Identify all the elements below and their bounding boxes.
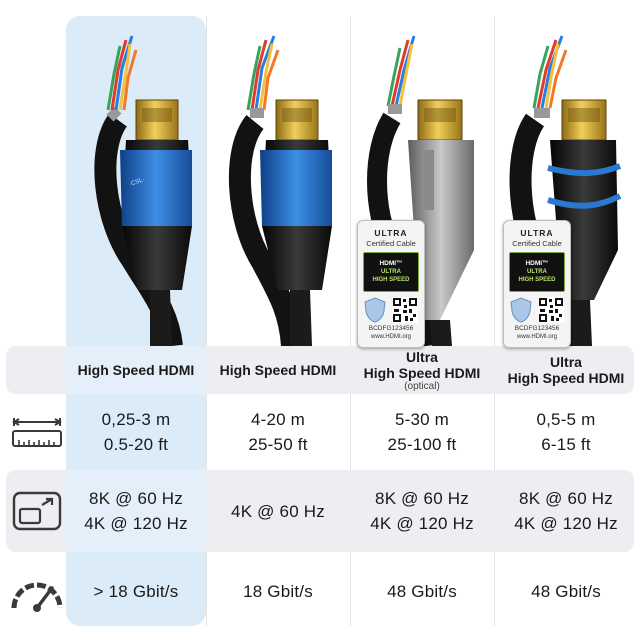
resolution-primary: 8K @ 60 Hz <box>89 489 183 508</box>
bandwidth-value: 48 Gbit/s <box>387 581 457 601</box>
column-title-text: High Speed HDMI <box>219 362 337 378</box>
resolution-cell-2: 4K @ 60 Hz <box>206 470 350 552</box>
hdmi-logo-ultra: ULTRA <box>527 269 547 275</box>
badge-ultra-label: ULTRA <box>520 228 554 238</box>
length-imperial: 25-100 ft <box>387 435 457 454</box>
hdmi-logo-speed: HIGH SPEED <box>372 277 410 283</box>
resolution-secondary: 4K @ 120 Hz <box>84 514 188 533</box>
length-cell-1: 0,25-3 m 0.5-20 ft <box>66 394 206 470</box>
resolution-secondary: 4K @ 120 Hz <box>370 514 474 533</box>
qr-code-icon <box>538 297 564 323</box>
shield-icon <box>510 297 532 323</box>
length-cell-2: 4-20 m 25-50 ft <box>206 394 350 470</box>
bandwidth-value: 18 Gbit/s <box>243 581 313 601</box>
bandwidth-value: > 18 Gbit/s <box>93 581 179 601</box>
hdmi-certification-badge: ULTRA Certified Cable HDMI™ ULTRA HIGH S… <box>503 220 571 348</box>
resolution-primary: 4K @ 60 Hz <box>231 501 325 521</box>
badge-url: www.HDMI.org <box>370 334 411 340</box>
badge-certified-label: Certified Cable <box>512 239 562 248</box>
length-imperial: 25-50 ft <box>248 435 308 454</box>
length-metric: 0,5-5 m <box>536 410 596 429</box>
hdmi-logo-ultra: ULTRA <box>381 269 401 275</box>
column-title-2: High Speed HDMI <box>206 346 350 394</box>
column-subtitle: (optical) <box>404 380 440 392</box>
column-title-3: Ultra High Speed HDMI (optical) <box>350 346 494 394</box>
hdmi-certification-badge: ULTRA Certified Cable HDMI™ ULTRA HIGH S… <box>357 220 425 348</box>
resolution-cell-3: 8K @ 60 Hz 4K @ 120 Hz <box>350 470 494 552</box>
badge-code: BCDFG123456 <box>514 325 560 332</box>
resolution-cell-1: 8K @ 60 Hz 4K @ 120 Hz <box>66 470 206 552</box>
column-title-text: Ultra <box>550 354 582 370</box>
column-title-text-line2: High Speed HDMI <box>363 364 481 381</box>
bandwidth-value: 48 Gbit/s <box>531 581 601 601</box>
hdmi-logo: HDMI™ ULTRA HIGH SPEED <box>363 252 419 292</box>
hdmi-logo-text: HDMI™ <box>379 260 403 267</box>
bandwidth-cell-3: 48 Gbit/s <box>350 556 494 626</box>
highlighted-resolution-cell <box>66 470 206 552</box>
column-divider <box>350 16 351 626</box>
badge-graphics <box>364 297 418 323</box>
column-divider <box>494 16 495 626</box>
length-imperial: 6-15 ft <box>541 435 591 454</box>
column-divider <box>206 16 207 626</box>
column-title-1: High Speed HDMI <box>66 346 206 394</box>
bandwidth-cell-2: 18 Gbit/s <box>206 556 350 626</box>
cable-image-2 <box>228 35 332 346</box>
svg-text:·CSL·: ·CSL· <box>129 177 146 188</box>
length-metric: 5-30 m <box>394 410 450 429</box>
highlighted-header-cell <box>66 346 206 394</box>
hdmi-logo: HDMI™ ULTRA HIGH SPEED <box>509 252 565 292</box>
length-row-icon-cell <box>8 394 66 470</box>
bandwidth-cell-4: 48 Gbit/s <box>494 556 638 626</box>
shield-icon <box>364 297 386 323</box>
length-imperial: 0.5-20 ft <box>103 435 169 454</box>
speedometer-icon <box>11 582 63 612</box>
length-metric: 4-20 m <box>250 410 306 429</box>
column-title-text-line2: High Speed HDMI <box>507 370 625 386</box>
cable-image-1: ·CSL· <box>94 35 192 346</box>
ruler-length-icon <box>12 418 62 447</box>
badge-ultra-label: ULTRA <box>374 228 408 238</box>
resolution-secondary: 4K @ 120 Hz <box>514 514 618 533</box>
badge-certified-label: Certified Cable <box>366 239 416 248</box>
resolution-primary: 8K @ 60 Hz <box>519 489 613 508</box>
length-cell-3: 5-30 m 25-100 ft <box>350 394 494 470</box>
column-title-text: Ultra <box>406 348 438 365</box>
column-title-4: Ultra High Speed HDMI <box>494 346 638 394</box>
badge-graphics <box>510 297 564 323</box>
screen-resolution-icon <box>12 491 62 531</box>
hdmi-logo-speed: HIGH SPEED <box>518 277 556 283</box>
length-cell-4: 0,5-5 m 6-15 ft <box>494 394 638 470</box>
bandwidth-row-icon-cell <box>8 556 66 632</box>
qr-code-icon <box>392 297 418 323</box>
length-metric: 0,25-3 m <box>101 410 171 429</box>
resolution-primary: 8K @ 60 Hz <box>375 489 469 508</box>
column-title-text: High Speed HDMI <box>77 362 195 378</box>
badge-url: www.HDMI.org <box>516 334 557 340</box>
bandwidth-cell-1: > 18 Gbit/s <box>66 556 206 626</box>
resolution-row-icon-cell <box>8 470 66 552</box>
badge-code: BCDFG123456 <box>368 325 414 332</box>
resolution-cell-4: 8K @ 60 Hz 4K @ 120 Hz <box>494 470 638 552</box>
hdmi-logo-text: HDMI™ <box>525 260 549 267</box>
